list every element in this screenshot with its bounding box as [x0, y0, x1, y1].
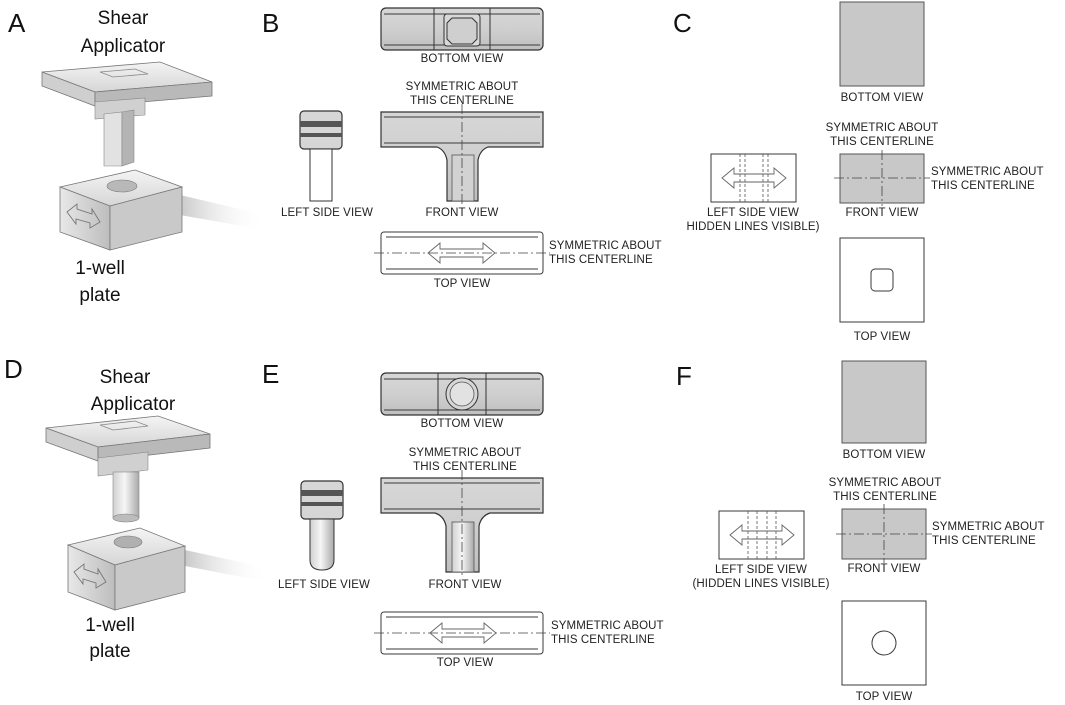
- panel-letter-d: D: [4, 354, 23, 384]
- c-left-side-view: [710, 153, 797, 203]
- plate-label-line1: 1-well: [75, 258, 125, 279]
- b-sym-right-line1: SYMMETRIC ABOUT: [549, 240, 662, 252]
- f-bottom-view-label: BOTTOM VIEW: [843, 449, 926, 461]
- e-bottom-view-label: BOTTOM VIEW: [421, 418, 504, 430]
- plate-label-d-line2: plate: [89, 641, 130, 662]
- c-bottom-view: [839, 1, 925, 87]
- f-top-view: [841, 600, 927, 686]
- plate-label-d-line1: 1-well: [85, 615, 135, 636]
- f-left-side-view: [718, 510, 805, 560]
- f-front-view: [836, 504, 932, 563]
- e-sym-top-line2: THIS CENTERLINE: [413, 461, 517, 473]
- applicator-title-line2: Applicator: [81, 36, 166, 57]
- f-bottom-view: [841, 360, 927, 444]
- b-sym-top-line2: THIS CENTERLINE: [410, 95, 514, 107]
- shadow-shape: [180, 195, 265, 230]
- panel-b: B BOTTOM VIEW SYMMETRIC ABOUT THIS CENTE…: [262, 7, 662, 290]
- c-sym-top-line1: SYMMETRIC ABOUT: [826, 122, 939, 134]
- plate-label-line2: plate: [79, 285, 120, 306]
- panel-letter-c: C: [673, 8, 692, 38]
- c-sym-right-line1: SYMMETRIC ABOUT: [931, 166, 1044, 178]
- panel-c: C BOTTOM VIEW SYMMETRIC ABOUT THIS CENTE…: [673, 1, 1044, 343]
- c-front-view: [834, 150, 930, 206]
- c-top-view-label: TOP VIEW: [854, 331, 911, 343]
- e-front-view-label: FRONT VIEW: [429, 579, 502, 591]
- double-arrow-icon: [66, 203, 101, 229]
- f-front-view-label: FRONT VIEW: [848, 563, 921, 575]
- applicator-3d-square: [41, 61, 213, 167]
- b-sym-top-line1: SYMMETRIC ABOUT: [406, 81, 519, 93]
- panel-letter-f: F: [676, 361, 692, 391]
- c-left-side-view-label-line1: LEFT SIDE VIEW: [707, 207, 799, 219]
- c-sym-top-line2: THIS CENTERLINE: [830, 136, 934, 148]
- e-left-side-view: [300, 480, 344, 571]
- b-top-view: [374, 231, 550, 275]
- shadow-shape-d: [185, 550, 268, 582]
- b-sym-right-line2: THIS CENTERLINE: [549, 254, 653, 266]
- panel-letter-a: A: [8, 8, 26, 38]
- applicator-title-line1: Shear: [98, 8, 149, 29]
- b-front-view: [380, 104, 544, 205]
- f-sym-right-line2: THIS CENTERLINE: [932, 535, 1036, 547]
- c-left-side-view-label-line2: HIDDEN LINES VISIBLE): [686, 221, 819, 233]
- panel-a: A Shear Applicator 1-well plat: [8, 8, 265, 306]
- panel-letter-e: E: [262, 359, 279, 389]
- c-front-view-label: FRONT VIEW: [846, 207, 919, 219]
- panel-e: E BOTTOM VIEW SYMMETRIC ABOUT THIS CENTE…: [262, 359, 664, 669]
- c-bottom-view-label: BOTTOM VIEW: [841, 92, 924, 104]
- e-sym-right-line2: THIS CENTERLINE: [551, 634, 655, 646]
- e-sym-top-line1: SYMMETRIC ABOUT: [409, 447, 522, 459]
- f-sym-top-line2: THIS CENTERLINE: [833, 491, 937, 503]
- panel-d: D Shear Applicator 1-well plate: [4, 354, 268, 662]
- b-bottom-view: [380, 7, 544, 51]
- e-sym-right-line1: SYMMETRIC ABOUT: [551, 620, 664, 632]
- e-top-view: [374, 611, 550, 655]
- e-left-side-view-label: LEFT SIDE VIEW: [278, 579, 370, 591]
- panel-letter-b: B: [262, 8, 279, 38]
- applicator-title-d-line2: Applicator: [91, 394, 176, 415]
- b-left-side-view: [299, 110, 343, 202]
- plate-3d-d: [66, 527, 187, 611]
- e-bottom-view: [380, 372, 544, 416]
- plate-3d: [58, 169, 184, 251]
- e-front-view: [380, 470, 544, 576]
- applicator-3d-round: [45, 415, 211, 523]
- applicator-title-d-line1: Shear: [100, 367, 151, 388]
- f-top-view-label: TOP VIEW: [856, 691, 913, 703]
- f-sym-top-line1: SYMMETRIC ABOUT: [829, 477, 942, 489]
- e-top-view-label: TOP VIEW: [437, 657, 494, 669]
- b-bottom-view-label: BOTTOM VIEW: [421, 53, 504, 65]
- panel-f: F BOTTOM VIEW SYMMETRIC ABOUT THIS CENTE…: [676, 360, 1045, 703]
- b-left-side-view-label: LEFT SIDE VIEW: [281, 207, 373, 219]
- b-top-view-label: TOP VIEW: [434, 278, 491, 290]
- double-arrow-icon-d: [73, 563, 107, 589]
- b-front-view-label: FRONT VIEW: [426, 207, 499, 219]
- f-left-side-view-label-line1: LEFT SIDE VIEW: [715, 564, 807, 576]
- c-sym-right-line2: THIS CENTERLINE: [931, 180, 1035, 192]
- c-top-view: [839, 237, 925, 323]
- f-sym-right-line1: SYMMETRIC ABOUT: [932, 521, 1045, 533]
- f-left-side-view-label-line2: (HIDDEN LINES VISIBLE): [692, 578, 829, 590]
